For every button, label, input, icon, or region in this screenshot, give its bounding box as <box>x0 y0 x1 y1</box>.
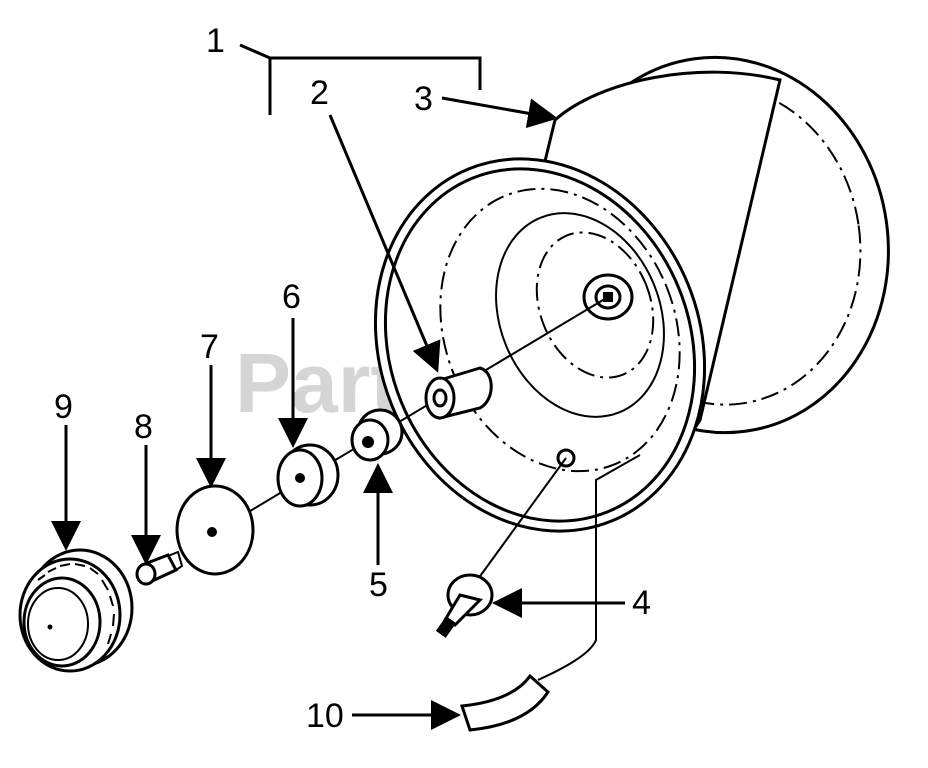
callout-5: 5 <box>369 566 388 604</box>
leader-lines <box>51 43 625 730</box>
hub-cap <box>18 548 134 673</box>
callout-labels: 1 2 3 4 5 6 7 8 9 10 <box>54 22 651 735</box>
callout-3: 3 <box>414 80 433 118</box>
callout-8: 8 <box>134 408 153 446</box>
callout-4: 4 <box>632 584 651 622</box>
tube-elbow <box>459 454 641 732</box>
callout-10: 10 <box>306 697 344 735</box>
callout-1: 1 <box>206 22 225 60</box>
bearing-tube <box>424 366 493 420</box>
callout-7: 7 <box>200 328 219 366</box>
callout-2: 2 <box>310 74 329 112</box>
bolt <box>135 550 184 586</box>
spacer <box>276 443 340 508</box>
flange-bearing <box>350 408 404 462</box>
callout-9: 9 <box>54 388 73 426</box>
callout-6: 6 <box>282 278 301 316</box>
washer <box>175 484 255 576</box>
valve-stem <box>435 457 567 638</box>
wheel-rim <box>373 55 890 533</box>
